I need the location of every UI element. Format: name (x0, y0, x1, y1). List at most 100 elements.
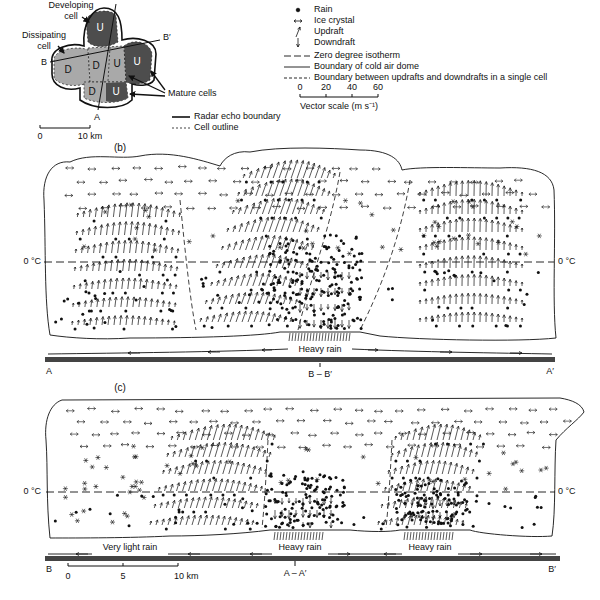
updraft-arrow (461, 218, 464, 232)
outflow-arrow (208, 351, 220, 354)
rain-drop (427, 482, 430, 485)
rain-drop (322, 274, 325, 277)
updraft-arrow (100, 225, 103, 235)
updraft-arrow (304, 202, 309, 214)
updraft-arrow (419, 427, 423, 440)
updraft-arrow (119, 203, 122, 217)
updraft-arrow (253, 273, 258, 286)
updraft-arrow (110, 260, 113, 271)
rain-shaft (316, 333, 317, 341)
rain-drop (304, 320, 307, 323)
rain-drop (471, 271, 474, 274)
rain-drop (394, 460, 397, 463)
ice-crystal-symbol (319, 206, 327, 209)
updraft-arrow (425, 425, 429, 440)
ice-crystal-symbol (487, 471, 492, 475)
updraft-arrow (77, 213, 79, 217)
rain-drop (327, 261, 330, 264)
rain-drop (458, 325, 461, 328)
rain-drop (161, 292, 164, 295)
mature-cell (124, 42, 152, 84)
rain-drop (335, 504, 338, 507)
updraft-arrow (255, 168, 259, 178)
ice-crystal-symbol (441, 408, 449, 411)
rain-drop (453, 274, 456, 277)
section-tick (295, 561, 296, 566)
updraft-arrow (170, 265, 173, 271)
ice-crystal-symbol (386, 445, 394, 448)
rain-drop (233, 494, 236, 497)
rain-drop (495, 217, 498, 220)
updraft-arrow (266, 313, 270, 322)
ice-crystal-symbol (245, 192, 253, 195)
updraft-arrow (205, 461, 210, 474)
rain-drop (166, 278, 169, 281)
updraft-arrow (404, 449, 407, 458)
ice-crystal-symbol (168, 444, 176, 447)
updraft-arrow (419, 246, 421, 250)
downdraft-arrow (411, 500, 413, 505)
updraft-arrow (446, 443, 450, 457)
updraft-arrow (263, 450, 266, 457)
ice-crystal-symbol (304, 447, 309, 451)
updraft-arrow (270, 236, 276, 251)
isotherm-label: 0 °C (558, 256, 576, 267)
rain-drop (244, 307, 247, 310)
updraft-arrow (262, 182, 267, 196)
updraft-arrow (461, 275, 464, 286)
rain-drop (128, 238, 131, 241)
rain-drop (424, 506, 427, 509)
ice-crystal-symbol-group (63, 444, 549, 524)
updraft-arrow (217, 280, 220, 286)
updraft-arrow (466, 467, 469, 474)
rain-drop (171, 328, 174, 331)
updraft-arrow (189, 430, 193, 440)
updraft-arrow (409, 481, 412, 491)
rain-label: Heavy rain (298, 344, 341, 355)
rain-drop (284, 508, 287, 511)
updraft-arrow (151, 280, 154, 289)
rain-drop (407, 512, 410, 515)
rain-shaft (295, 333, 296, 341)
updraft-arrow (515, 244, 518, 250)
rain-drop (433, 521, 436, 524)
rain-drop (416, 488, 419, 491)
updraft-arrow (201, 479, 205, 491)
rain-drop (269, 307, 272, 310)
updraft-arrow (130, 222, 133, 235)
rain-drop (307, 515, 310, 518)
updraft-arrow (245, 445, 249, 457)
updraft-arrow (243, 482, 246, 491)
ice-crystal-symbol (395, 410, 403, 413)
rain-drop (281, 491, 284, 494)
rain-drop (283, 294, 286, 297)
ice-crystal-symbol (80, 445, 88, 448)
ice-crystal-symbol (367, 419, 375, 422)
rain-drop (506, 235, 509, 238)
rain-drop (289, 512, 292, 515)
updraft-arrow (238, 192, 240, 196)
rain-drop (419, 504, 422, 507)
updraft-arrow (475, 452, 477, 457)
updraft-arrow (473, 293, 476, 304)
rain-drop (163, 238, 166, 241)
updraft-arrow (123, 240, 126, 253)
ice-crystal-symbol (527, 431, 535, 434)
rain-drop (276, 500, 279, 503)
updraft-arrow (479, 237, 482, 250)
updraft-arrow (455, 257, 458, 269)
rain-drop (174, 325, 177, 328)
rain-drop (495, 199, 498, 202)
updraft-arrow (252, 521, 254, 526)
updraft-arrow (208, 497, 212, 508)
ice-crystal-symbol (519, 469, 524, 473)
rain-drop (280, 512, 283, 515)
updraft-arrow (241, 275, 245, 287)
updraft-arrow (431, 316, 434, 322)
rain-drop (435, 325, 438, 328)
updraft-arrow (163, 282, 166, 289)
updraft-arrow (455, 200, 458, 214)
rain-drop (439, 479, 442, 482)
updraft-arrow (95, 208, 98, 217)
rain-drop (262, 283, 265, 286)
